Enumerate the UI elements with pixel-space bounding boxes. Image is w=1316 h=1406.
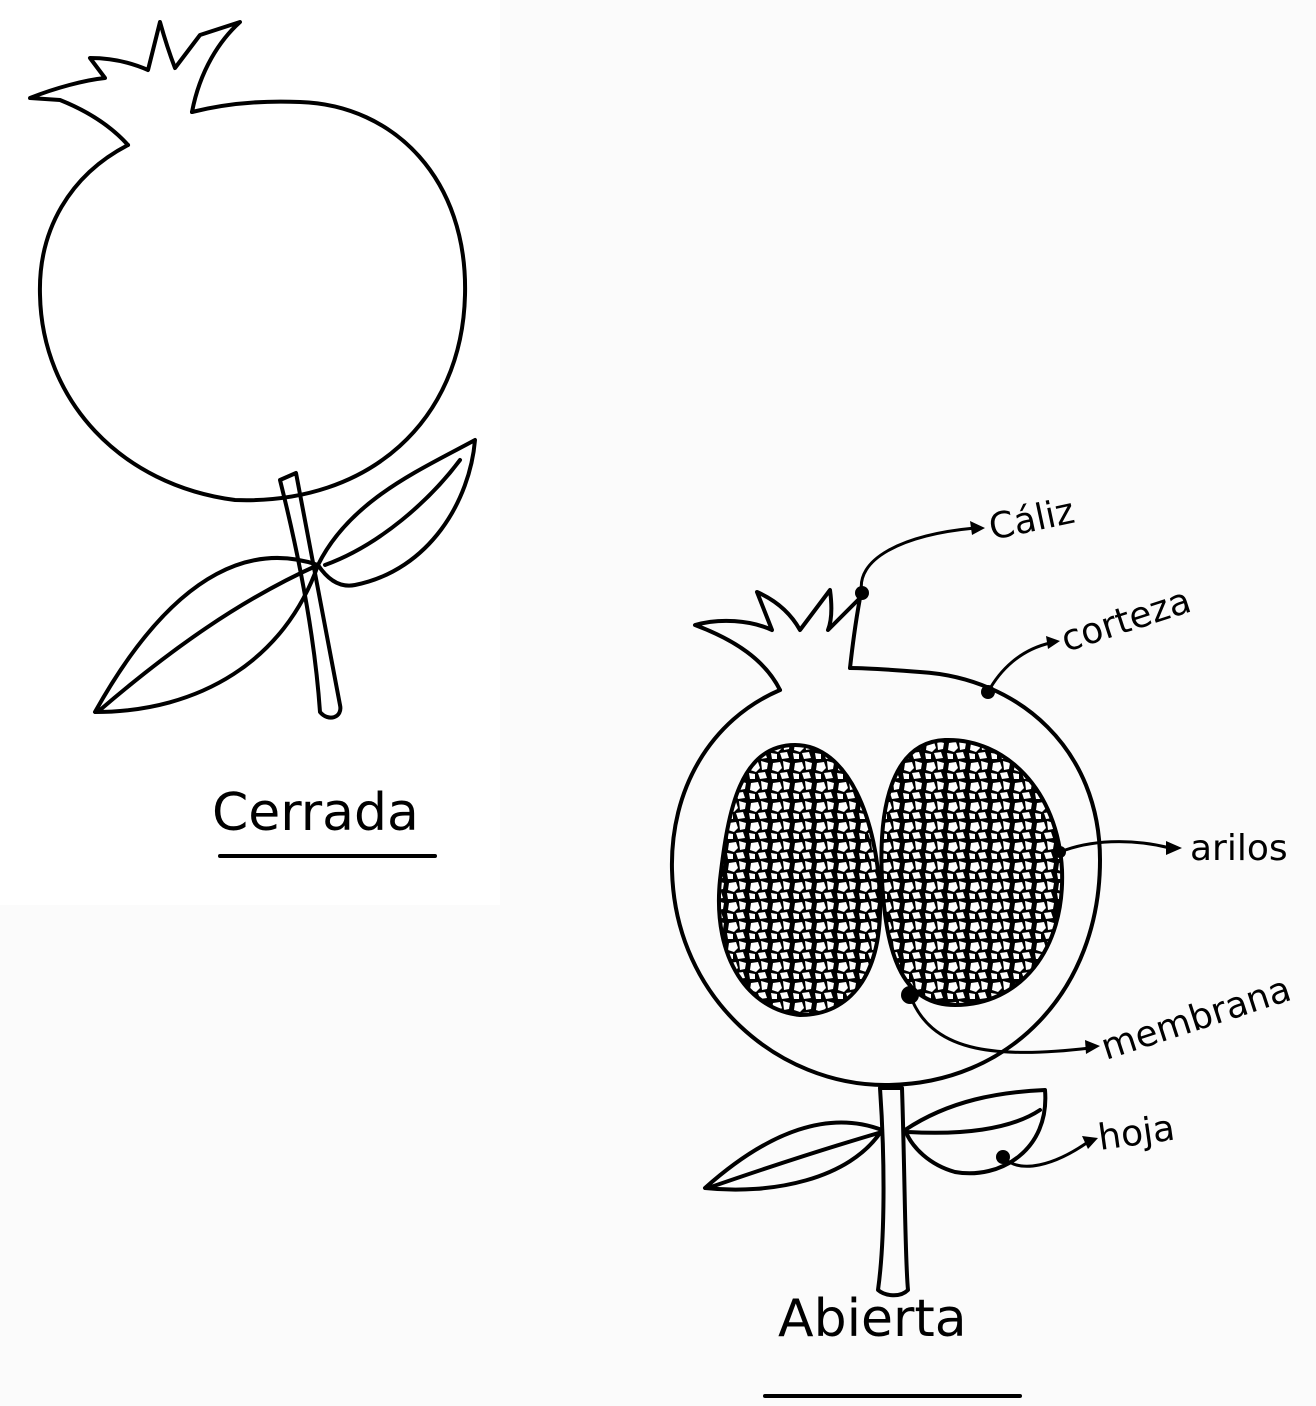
open-pomegranate: Abierta bbox=[672, 590, 1100, 1396]
title-closed: Cerrada bbox=[212, 783, 419, 843]
open-calyx bbox=[695, 590, 860, 690]
callout-rind: corteza bbox=[981, 580, 1196, 699]
closed-fruit-body bbox=[40, 102, 465, 501]
label-leaf: hoja bbox=[1096, 1108, 1178, 1159]
label-calyx: Cáliz bbox=[985, 491, 1078, 549]
title-open: Abierta bbox=[778, 1289, 967, 1349]
label-membrane: membrana bbox=[1096, 969, 1296, 1069]
aril-chamber-right bbox=[870, 730, 1080, 1020]
closed-stem bbox=[280, 473, 340, 718]
label-rind: corteza bbox=[1056, 580, 1196, 660]
open-leaf-left bbox=[705, 1122, 882, 1189]
callout-leaf: hoja bbox=[996, 1108, 1177, 1167]
callout-arils: arilos bbox=[1054, 828, 1288, 869]
callout-calyx: Cáliz bbox=[855, 491, 1078, 600]
open-stem bbox=[878, 1088, 908, 1295]
closed-calyx bbox=[30, 22, 240, 145]
aril-chamber-left bbox=[700, 730, 900, 1030]
closed-leaf-right bbox=[318, 440, 475, 586]
closed-leaf-left bbox=[95, 558, 318, 712]
closed-pomegranate: Cerrada bbox=[30, 22, 475, 856]
label-arils: arilos bbox=[1190, 828, 1288, 869]
open-leaf-right bbox=[905, 1090, 1045, 1173]
